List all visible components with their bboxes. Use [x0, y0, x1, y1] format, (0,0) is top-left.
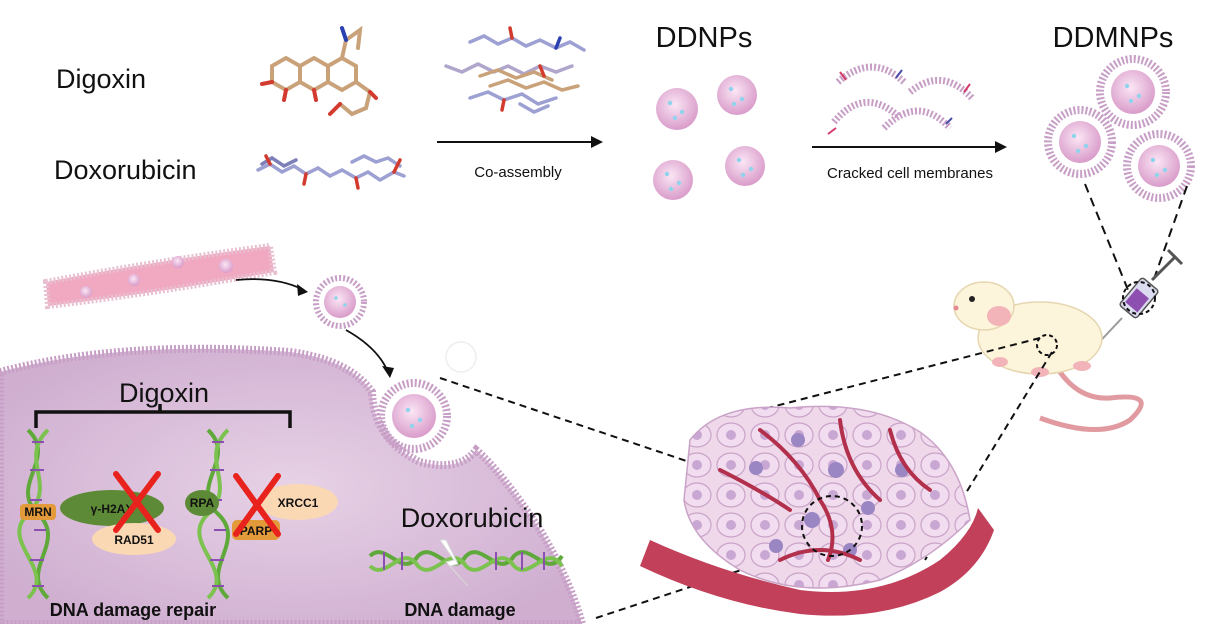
co-assembly-label: Co-assembly: [474, 164, 562, 181]
dna-damage-repair-label: DNA damage repair: [50, 600, 216, 620]
ddmnp-particle: [1123, 130, 1195, 202]
transport-arrowhead: [297, 284, 308, 296]
transport-arrow: [235, 278, 305, 291]
zoom-line: [1149, 185, 1188, 291]
zoom-line: [720, 337, 1041, 421]
ddnps-label: DDNPs: [656, 22, 753, 54]
syringe-icon: [1089, 248, 1184, 353]
doxorubicin-molecule: [256, 154, 406, 190]
inhibition-x-icon: [233, 473, 281, 537]
doxorubicin-cell-label: Doxorubicin: [401, 503, 544, 533]
digoxin-bracket: [34, 404, 292, 428]
svg-text:RAD51: RAD51: [114, 533, 154, 547]
ddmnp-particle-endocytosis: [377, 379, 451, 453]
svg-text:PARP: PARP: [240, 524, 272, 538]
ddnp-particle: [717, 75, 757, 115]
co-assembly-arrowhead: [591, 136, 603, 148]
ddnp-particle: [725, 146, 765, 186]
protein-rpa: RPA: [185, 490, 219, 516]
membrane-receptors: [827, 69, 971, 135]
lightning-icon: [439, 539, 469, 587]
protein-mrn: MRN: [20, 504, 56, 520]
cracked-membrane-arrowhead: [995, 141, 1007, 153]
ddnp-group: [653, 75, 765, 200]
ddmnp-particle: [1044, 106, 1116, 178]
ddmnp-group: [1044, 55, 1195, 202]
tumor-tissue: [640, 405, 994, 616]
dna-damage-label: DNA damage: [404, 600, 515, 620]
svg-text:γ-H2AX: γ-H2AX: [91, 502, 134, 516]
digoxin-molecule: [260, 25, 378, 117]
ddmnp-particle-circulating: [313, 275, 367, 329]
dna-damaged-helix: [368, 550, 564, 572]
uptake-arrowhead: [382, 366, 394, 378]
uptake-arrow: [345, 329, 389, 373]
doxorubicin-top-label: Doxorubicin: [54, 155, 197, 185]
zoom-line: [1084, 183, 1129, 291]
ddmnps-label: DDMNPs: [1053, 22, 1174, 54]
cracked-membranes-label: Cracked cell membranes: [827, 165, 993, 182]
blood-vessel: [42, 242, 278, 310]
svg-text:XRCC1: XRCC1: [278, 496, 319, 510]
inhibition-x-icon: [113, 471, 161, 533]
ddmnp-particle: [1096, 55, 1170, 129]
svg-text:RPA: RPA: [190, 496, 215, 510]
protein-rad51: RAD51: [92, 523, 176, 555]
mouse-icon: [953, 281, 1144, 432]
ddnp-particle: [656, 88, 698, 130]
zoom-line: [924, 351, 1053, 561]
svg-text:MRN: MRN: [24, 505, 51, 519]
protein-xrcc1: XRCC1: [258, 484, 338, 520]
digoxin-cell-label: Digoxin: [119, 378, 209, 408]
ddnp-particle: [653, 160, 693, 200]
co-assembled-complex: [444, 26, 586, 114]
faint-circle: [445, 341, 477, 373]
digoxin-top-label: Digoxin: [56, 64, 146, 94]
